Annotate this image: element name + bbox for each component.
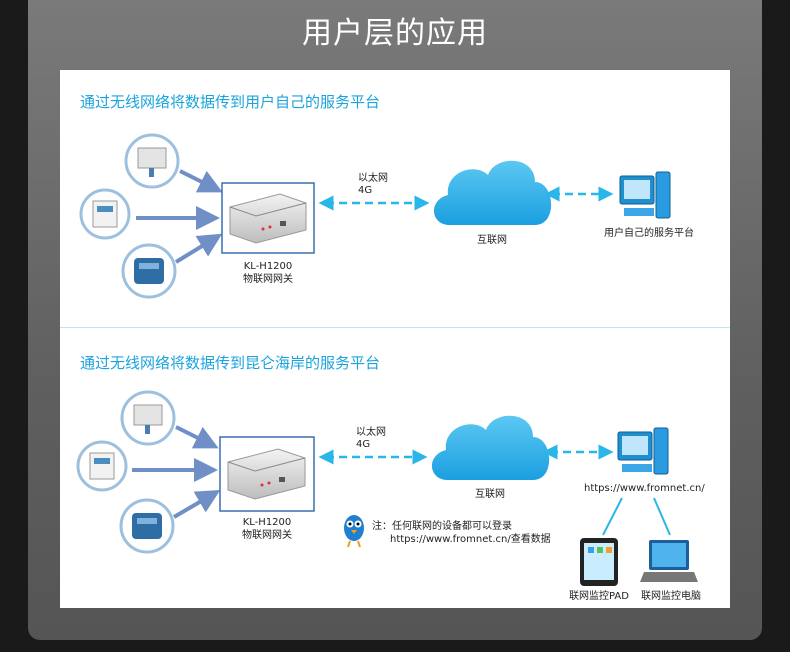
pad-link [602,497,623,536]
sensor-4-icon [120,390,176,446]
computer-icon [619,171,671,219]
link1-label-ethernet: 以太网 [358,173,388,184]
cloud-icon [433,160,552,225]
page-title: 用户层的应用 [302,16,488,51]
section2-heading: 通过无线网络将数据传到昆仑海岸的服务平台 [80,354,381,372]
laptop-link [653,497,671,536]
gateway1-model: KL-H1200 [243,261,293,272]
sensor-3-arrow [174,233,223,264]
laptop-icon [640,540,698,582]
gateway2-model: KL-H1200 [242,517,292,528]
note-line-1: 注：任何联网的设备都可以登录 [372,521,512,532]
bird-mascot-icon [344,515,364,548]
sensor-2-icon [79,188,131,240]
cloud-label-2: 互联网 [475,489,505,500]
platform-label: 用户自己的服务平台 [604,228,694,239]
gateway-2 [219,436,315,512]
section1-heading: 通过无线网络将数据传到用户自己的服务平台 [80,93,381,111]
server-url: https://www.fromnet.cn/ [584,483,705,494]
cloud-label: 互联网 [477,235,507,246]
section-divider [60,327,730,328]
sensor-1-arrow [179,169,223,193]
tablet-icon [580,538,618,586]
sensor-1-icon [124,133,180,189]
link2-label-ethernet: 以太网 [356,427,386,438]
link2-label-4g: 4G [356,439,371,450]
gateway1-name: 物联网网关 [243,274,293,285]
server-computer-icon [617,427,669,475]
laptop-label: 联网监控电脑 [641,591,701,602]
sensor-3-icon [121,243,177,299]
link1-label-4g: 4G [358,185,373,196]
cloud-icon-2 [431,415,550,480]
sensor-6-icon [119,498,175,554]
note-line-2: https://www.fromnet.cn/查看数据 [390,534,551,545]
sensor-4-arrow [175,425,219,449]
sensor-5-icon [76,440,128,492]
gateway-1 [221,182,315,254]
pad-label: 联网监控PAD [569,591,629,602]
sensor-6-arrow [172,489,221,519]
gateway2-name: 物联网网关 [242,530,292,541]
